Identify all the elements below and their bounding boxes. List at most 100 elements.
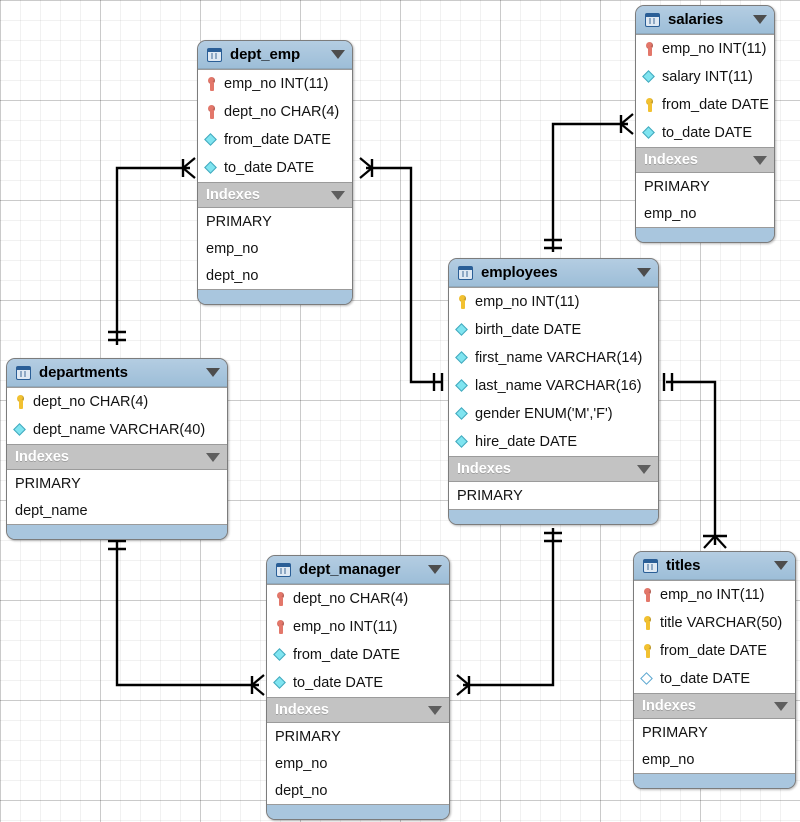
indexes-header-dept_manager[interactable]: Indexes — [267, 697, 449, 723]
table-departments[interactable]: departments dept_no CHAR(4)dept_name VARC… — [6, 358, 228, 540]
column-row[interactable]: to_date DATE — [636, 119, 774, 147]
chevron-down-icon[interactable] — [753, 155, 767, 165]
column-row[interactable]: birth_date DATE — [449, 316, 658, 344]
cyan-diamond-icon — [273, 647, 288, 663]
chevron-down-icon[interactable] — [206, 368, 220, 377]
index-row[interactable]: PRIMARY — [449, 482, 658, 509]
index-label: emp_no — [275, 755, 328, 772]
chevron-down-icon[interactable] — [331, 190, 345, 200]
table-footer — [449, 509, 658, 524]
relationship-employees-dept_emp — [359, 157, 444, 391]
index-row[interactable]: emp_no — [636, 200, 774, 227]
index-row[interactable]: dept_name — [7, 497, 227, 524]
column-row[interactable]: emp_no INT(11) — [449, 288, 658, 316]
cyan-diamond-icon — [204, 160, 219, 176]
chevron-down-icon[interactable] — [331, 50, 345, 59]
index-row[interactable]: PRIMARY — [267, 723, 449, 750]
column-row[interactable]: dept_no CHAR(4) — [7, 388, 227, 416]
column-list: dept_no CHAR(4)emp_no INT(11) from_date D… — [267, 584, 449, 697]
chevron-down-icon[interactable] — [637, 268, 651, 277]
table-header-dept_emp[interactable]: dept_emp — [198, 41, 352, 69]
index-row[interactable]: PRIMARY — [636, 173, 774, 200]
table-title: departments — [39, 364, 128, 381]
index-label: PRIMARY — [206, 213, 272, 230]
chevron-down-icon[interactable] — [774, 561, 788, 570]
indexes-header-titles[interactable]: Indexes — [634, 693, 795, 719]
column-row[interactable]: dept_name VARCHAR(40) — [7, 416, 227, 444]
table-dept_manager[interactable]: dept_manager dept_no CHAR(4)emp_no INT(11… — [266, 555, 450, 820]
column-row[interactable]: emp_no INT(11) — [267, 613, 449, 641]
relationship-employees-titles — [662, 373, 727, 549]
index-row[interactable]: PRIMARY — [7, 470, 227, 497]
relationship-employees-salaries — [544, 113, 634, 252]
index-label: PRIMARY — [275, 728, 341, 745]
chevron-down-icon[interactable] — [428, 705, 442, 715]
white-diamond-icon — [640, 671, 655, 687]
table-title: dept_manager — [299, 561, 401, 578]
table-header-dept_manager[interactable]: dept_manager — [267, 556, 449, 584]
column-row[interactable]: from_date DATE — [198, 126, 352, 154]
index-row[interactable]: PRIMARY — [198, 208, 352, 235]
column-row[interactable]: title VARCHAR(50) — [634, 609, 795, 637]
column-row[interactable]: gender ENUM('M','F') — [449, 400, 658, 428]
indexes-header-departments[interactable]: Indexes — [7, 444, 227, 470]
table-header-titles[interactable]: titles — [634, 552, 795, 580]
table-header-employees[interactable]: employees — [449, 259, 658, 287]
table-header-salaries[interactable]: salaries — [636, 6, 774, 34]
column-row[interactable]: dept_no CHAR(4) — [267, 585, 449, 613]
cyan-diamond-icon — [204, 132, 219, 148]
table-header-departments[interactable]: departments — [7, 359, 227, 387]
cyan-diamond-icon — [642, 125, 657, 141]
chevron-down-icon[interactable] — [774, 701, 788, 711]
column-row[interactable]: hire_date DATE — [449, 428, 658, 456]
yellow-key-icon — [640, 643, 655, 659]
relationship-employees-dept_manager — [456, 528, 562, 696]
column-list: emp_no INT(11) title VARCHAR(50) from_date… — [634, 580, 795, 693]
column-row[interactable]: salary INT(11) — [636, 63, 774, 91]
index-row[interactable]: emp_no — [267, 750, 449, 777]
index-list: PRIMARY — [449, 482, 658, 509]
index-row[interactable]: dept_no — [198, 262, 352, 289]
column-row[interactable]: last_name VARCHAR(16) — [449, 372, 658, 400]
column-row[interactable]: emp_no INT(11) — [634, 581, 795, 609]
chevron-down-icon[interactable] — [753, 15, 767, 24]
column-label: from_date DATE — [662, 97, 769, 113]
column-label: gender ENUM('M','F') — [475, 406, 613, 422]
chevron-down-icon[interactable] — [637, 464, 651, 474]
column-label: emp_no INT(11) — [660, 587, 765, 603]
column-row[interactable]: emp_no INT(11) — [636, 35, 774, 63]
table-titles[interactable]: titles emp_no INT(11) title VARCHAR(50) fro… — [633, 551, 796, 789]
column-row[interactable]: dept_no CHAR(4) — [198, 98, 352, 126]
indexes-header-salaries[interactable]: Indexes — [636, 147, 774, 173]
chevron-down-icon[interactable] — [206, 452, 220, 462]
column-row[interactable]: from_date DATE — [634, 637, 795, 665]
column-label: salary INT(11) — [662, 69, 753, 85]
column-row[interactable]: to_date DATE — [634, 665, 795, 693]
table-icon — [207, 47, 222, 62]
column-row[interactable]: emp_no INT(11) — [198, 70, 352, 98]
column-label: from_date DATE — [293, 647, 400, 663]
column-row[interactable]: to_date DATE — [267, 669, 449, 697]
column-label: to_date DATE — [293, 675, 384, 691]
indexes-header-dept_emp[interactable]: Indexes — [198, 182, 352, 208]
index-row[interactable]: dept_no — [267, 777, 449, 804]
index-label: emp_no — [642, 751, 695, 768]
index-row[interactable]: emp_no — [198, 235, 352, 262]
indexes-header-employees[interactable]: Indexes — [449, 456, 658, 482]
column-row[interactable]: from_date DATE — [636, 91, 774, 119]
index-label: dept_no — [275, 782, 328, 799]
indexes-label: Indexes — [275, 702, 329, 718]
chevron-down-icon[interactable] — [428, 565, 442, 574]
column-label: from_date DATE — [660, 643, 767, 659]
index-row[interactable]: emp_no — [634, 746, 795, 773]
column-label: from_date DATE — [224, 132, 331, 148]
column-row[interactable]: first_name VARCHAR(14) — [449, 344, 658, 372]
index-row[interactable]: PRIMARY — [634, 719, 795, 746]
column-row[interactable]: from_date DATE — [267, 641, 449, 669]
cyan-diamond-icon — [455, 406, 470, 422]
column-row[interactable]: to_date DATE — [198, 154, 352, 182]
